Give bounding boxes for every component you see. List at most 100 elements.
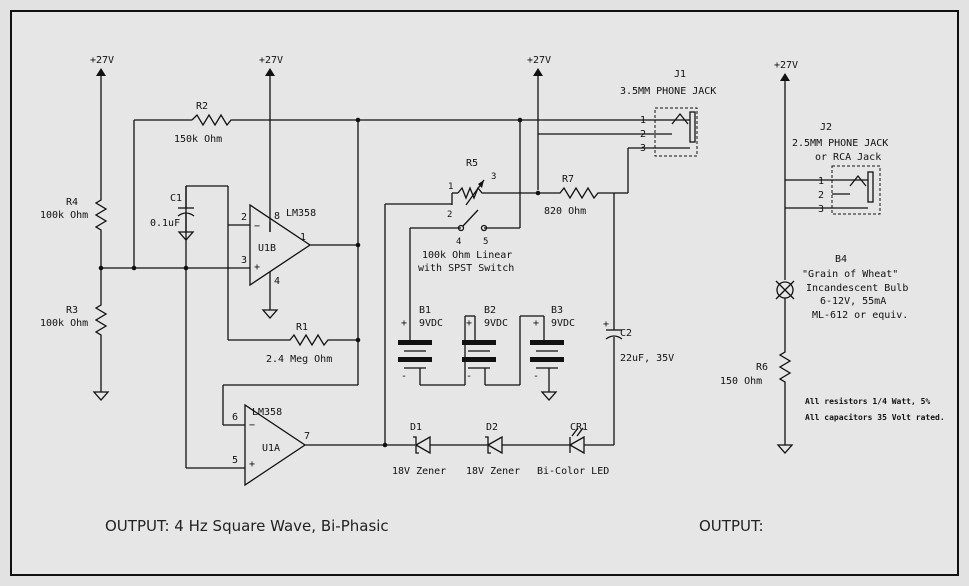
- svg-text:2: 2: [241, 212, 247, 223]
- svg-text:100k Ohm: 100k Ohm: [40, 318, 88, 329]
- svg-text:22uF, 35V: 22uF, 35V: [620, 353, 674, 364]
- svg-text:3: 3: [241, 255, 247, 266]
- potentiometer-r5: R5 1 3 2 4 5 100k Ohm Linear with SPST S…: [409, 120, 538, 316]
- supply-bulb: +27V: [774, 60, 798, 280]
- svg-text:-: -: [466, 371, 472, 382]
- svg-text:−: −: [249, 420, 255, 431]
- svg-text:100k Ohm: 100k Ohm: [40, 210, 88, 221]
- resistor-r7: R7 820 Ohm: [538, 174, 614, 217]
- svg-text:B3: B3: [551, 305, 563, 316]
- svg-text:C1: C1: [170, 193, 182, 204]
- battery-b2: B2 9VDC + -: [462, 305, 520, 386]
- svg-text:R4: R4: [66, 197, 78, 208]
- ground-left: [92, 391, 110, 401]
- svg-text:B2: B2: [484, 305, 496, 316]
- svg-text:R5: R5: [466, 158, 478, 169]
- svg-text:C2: C2: [620, 328, 632, 339]
- svg-text:5: 5: [232, 455, 238, 466]
- svg-text:9VDC: 9VDC: [551, 318, 575, 329]
- svg-text:R6: R6: [756, 362, 768, 373]
- capacitor-c1: C1 0.1uF: [150, 185, 228, 268]
- svg-text:R1: R1: [296, 322, 308, 333]
- svg-text:0.1uF: 0.1uF: [150, 218, 180, 229]
- svg-text:B4: B4: [835, 254, 847, 265]
- svg-text:1: 1: [300, 232, 306, 243]
- opamp-u1a: − + U1A LM358 6 5 7: [185, 268, 385, 487]
- svg-text:18V Zener: 18V Zener: [466, 466, 520, 477]
- output-left-label: OUTPUT: 4 Hz Square Wave, Bi-Phasic: [105, 517, 389, 535]
- svg-text:+27V: +27V: [774, 60, 798, 71]
- svg-text:R7: R7: [562, 174, 574, 185]
- svg-text:+: +: [401, 318, 407, 329]
- bulb-b4: B4 "Grain of Wheat" Incandescent Bulb 6-…: [775, 254, 908, 321]
- svg-text:+: +: [533, 318, 539, 329]
- svg-text:J2: J2: [820, 122, 832, 133]
- svg-text:4: 4: [274, 276, 280, 287]
- supply-u1b: +27V: [259, 55, 283, 232]
- svg-text:+27V: +27V: [259, 55, 283, 66]
- svg-text:U1B: U1B: [258, 243, 276, 254]
- svg-text:9VDC: 9VDC: [484, 318, 508, 329]
- resistor-r4: R4 100k Ohm: [40, 195, 108, 268]
- svg-text:2: 2: [447, 210, 452, 220]
- svg-text:R3: R3: [66, 305, 78, 316]
- resistor-r3: R3 100k Ohm: [40, 268, 108, 392]
- svg-text:8: 8: [274, 211, 280, 222]
- svg-text:with SPST Switch: with SPST Switch: [418, 263, 514, 274]
- svg-text:+: +: [249, 459, 255, 470]
- led-cr1: CR1 Bi-Color LED: [537, 422, 609, 477]
- supply-jack: +27V: [527, 55, 551, 190]
- svg-text:2: 2: [818, 190, 824, 201]
- svg-text:+: +: [603, 319, 609, 330]
- svg-text:B1: B1: [419, 305, 431, 316]
- svg-text:+: +: [254, 262, 260, 273]
- svg-text:7: 7: [304, 431, 310, 442]
- svg-text:"Grain of Wheat": "Grain of Wheat": [802, 269, 898, 280]
- resistor-r6: R6 150 Ohm: [720, 298, 794, 454]
- resistor-r2: R2 150k Ohm: [174, 101, 358, 145]
- svg-text:100k Ohm Linear: 100k Ohm Linear: [422, 250, 512, 261]
- capacitor-c2: + C2 22uF, 35V: [603, 319, 674, 445]
- svg-text:150 Ohm: 150 Ohm: [720, 376, 762, 387]
- svg-text:2.4 Meg Ohm: 2.4 Meg Ohm: [266, 354, 332, 365]
- svg-text:ML-612 or equiv.: ML-612 or equiv.: [812, 310, 908, 321]
- svg-text:150k Ohm: 150k Ohm: [174, 134, 222, 145]
- svg-text:Incandescent Bulb: Incandescent Bulb: [806, 283, 908, 294]
- svg-text:R2: R2: [196, 101, 208, 112]
- svg-text:or RCA Jack: or RCA Jack: [815, 152, 881, 163]
- svg-text:9VDC: 9VDC: [419, 318, 443, 329]
- svg-text:LM358: LM358: [286, 208, 316, 219]
- svg-text:3: 3: [491, 172, 496, 182]
- svg-text:+27V: +27V: [527, 55, 551, 66]
- svg-text:J1: J1: [674, 69, 686, 80]
- svg-text:Bi-Color LED: Bi-Color LED: [537, 466, 609, 477]
- svg-text:3.5MM PHONE JACK: 3.5MM PHONE JACK: [620, 86, 716, 97]
- svg-text:820 Ohm: 820 Ohm: [544, 206, 586, 217]
- supply-left: +27V: [90, 55, 114, 195]
- output-right-label: OUTPUT:: [699, 517, 764, 535]
- svg-text:3: 3: [818, 204, 824, 215]
- jack-j1: J1 3.5MM PHONE JACK 1 2 3: [538, 69, 716, 194]
- opamp-u1b: − + U1B LM358 2 3 8 4 1: [227, 186, 358, 319]
- svg-text:D1: D1: [410, 422, 422, 433]
- zener-d1: D1 18V Zener: [392, 422, 446, 477]
- svg-text:5: 5: [483, 237, 488, 247]
- svg-text:U1A: U1A: [262, 443, 280, 454]
- battery-b1: B1 9VDC + -: [398, 305, 465, 386]
- svg-text:−: −: [254, 221, 260, 232]
- svg-text:6-12V, 55mA: 6-12V, 55mA: [820, 296, 886, 307]
- note-resistors: All resistors 1/4 Watt, 5%: [805, 396, 930, 406]
- svg-text:D2: D2: [486, 422, 498, 433]
- zener-d2: D2 18V Zener: [466, 422, 520, 477]
- svg-text:4: 4: [456, 237, 461, 247]
- svg-text:6: 6: [232, 412, 238, 423]
- resistor-r1: R1 2.4 Meg Ohm: [227, 225, 358, 365]
- drawing-frame: [10, 10, 959, 576]
- note-capacitors: All capacitors 35 Volt rated.: [805, 412, 945, 422]
- svg-text:1: 1: [448, 182, 453, 192]
- svg-text:1: 1: [818, 176, 824, 187]
- jack-j2: J2 2.5MM PHONE JACK or RCA Jack 1 2 3: [785, 122, 888, 215]
- svg-text:+: +: [466, 318, 472, 329]
